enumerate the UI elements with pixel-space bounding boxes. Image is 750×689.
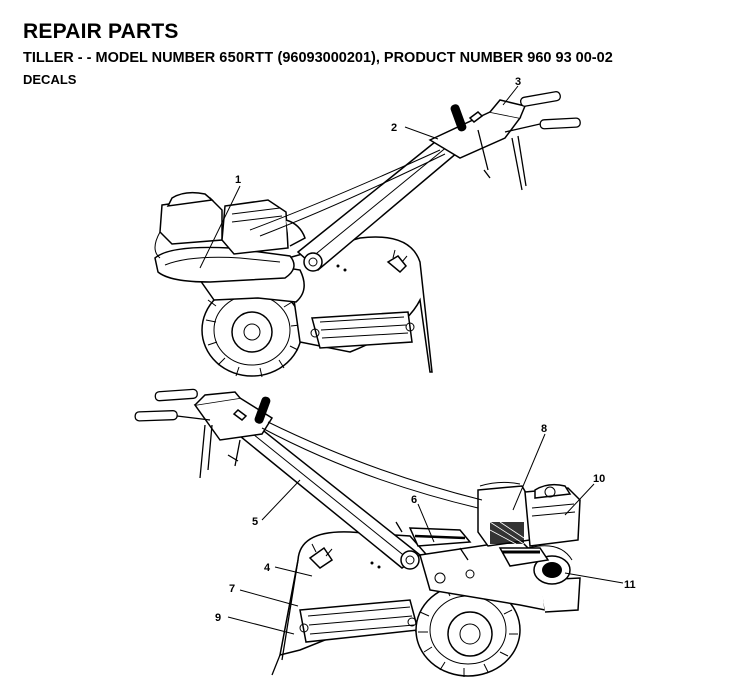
callout-labels: 1 2 3 4 5 6 7 8 9 10 11: [215, 76, 636, 624]
callout-leaders: [199, 85, 624, 635]
page-title: REPAIR PARTS: [23, 20, 179, 43]
tiller-top-view: [154, 91, 581, 378]
callout-2: 2: [391, 122, 397, 134]
callout-6: 6: [411, 494, 417, 506]
section-heading: DECALS: [23, 72, 77, 87]
callout-3: 3: [515, 76, 521, 88]
page-subtitle: TILLER - - MODEL NUMBER 650RTT (96093000…: [23, 50, 613, 66]
subtitle-prefix: TILLER - - MODEL NUMBER: [23, 50, 220, 66]
top-wheel: [201, 283, 303, 378]
callout-4: 4: [264, 562, 271, 574]
callout-11: 11: [624, 579, 636, 591]
top-engine: [154, 191, 306, 259]
subtitle-suffix: (96093000201), PRODUCT NUMBER 960 93 00-…: [273, 50, 613, 66]
callout-8: 8: [541, 423, 547, 435]
bottom-handlebar: [134, 388, 422, 570]
tiller-bottom-view: [134, 388, 581, 677]
callout-1: 1: [235, 174, 241, 186]
bottom-engine: [477, 481, 581, 585]
callout-9: 9: [215, 612, 221, 624]
callout-7: 7: [229, 583, 235, 595]
callout-5: 5: [252, 516, 258, 528]
callout-10: 10: [593, 473, 605, 485]
model-number: 650RTT: [219, 50, 274, 66]
top-handlebar: [296, 91, 581, 272]
top-tine-shield: [287, 236, 433, 373]
bottom-wheel: [415, 583, 521, 677]
